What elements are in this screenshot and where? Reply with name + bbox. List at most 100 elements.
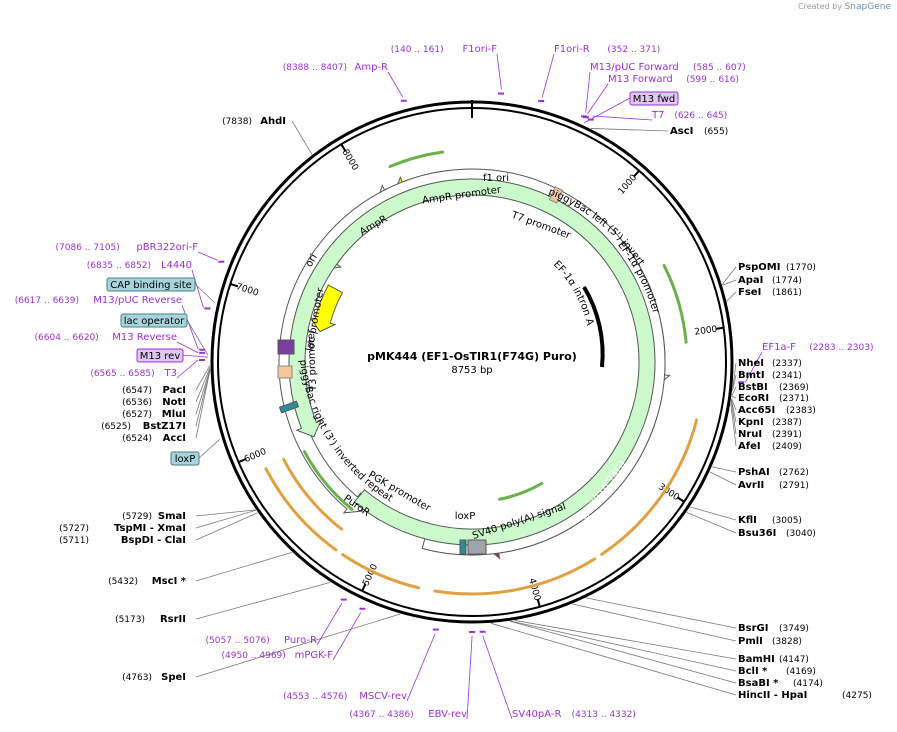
primer-position: (2283 .. 2303) — [809, 343, 873, 353]
enzyme-name: SmaI — [158, 511, 186, 522]
tick-mark — [676, 496, 685, 503]
primer-name: T3 — [164, 368, 177, 379]
enzyme-position: (2337) — [772, 359, 802, 369]
enzyme-position: (6527) — [122, 410, 152, 420]
leader-line — [195, 509, 257, 529]
enzyme-position: (6524) — [122, 434, 152, 444]
orf-accent-arc-2 — [433, 557, 597, 596]
enzyme-name: FseI — [738, 287, 761, 298]
leader-line — [730, 399, 737, 435]
primer-name: M13 Forward — [608, 74, 673, 85]
snapgene-watermark: Created by SnapGene — [798, 2, 891, 12]
primer-name: M13 Reverse — [112, 332, 177, 343]
sv40-box — [467, 539, 487, 555]
enzyme-position: (655) — [704, 127, 728, 137]
enzyme-position: (2371) — [779, 394, 809, 404]
leader-line — [731, 395, 737, 399]
enzyme-position: (4169) — [786, 667, 816, 677]
enzyme-name: EcoRI — [738, 393, 769, 404]
primer-leader — [197, 251, 218, 261]
box-label: loxP — [175, 454, 196, 465]
box-leader — [186, 319, 209, 356]
leader-line — [732, 362, 737, 390]
enzyme-name: AhdI — [260, 116, 286, 127]
enzyme-name: BstZ17I — [143, 421, 186, 432]
box-label: lac operator — [124, 316, 185, 327]
leader-line — [690, 506, 737, 521]
leader-line — [195, 509, 256, 517]
label-box — [136, 348, 184, 363]
feature-label-t3-promoter: T3 promoter — [306, 328, 319, 392]
puro-accent-arc-outer — [341, 553, 421, 590]
leader-line — [195, 581, 331, 620]
enzyme-position: (2383) — [786, 406, 816, 416]
enzyme-position: (2387) — [772, 418, 802, 428]
enzyme-position: (2391) — [772, 430, 802, 440]
label-box — [170, 451, 200, 466]
primer-leader — [191, 269, 204, 308]
label-box — [120, 313, 188, 328]
primer-leader — [316, 602, 343, 646]
primer-position: (8388 .. 8407) — [283, 63, 347, 73]
enzyme-name: AccI — [163, 433, 186, 444]
primer-name: F1ori-R — [554, 44, 590, 55]
enzyme-position: (3828) — [772, 637, 802, 647]
enzyme-position: (2369) — [779, 383, 809, 393]
leader-line — [490, 622, 737, 696]
primer-name: T7 — [651, 110, 664, 121]
box-leader — [194, 283, 216, 304]
sv40-accent-arc — [498, 481, 544, 501]
primer-name: EBV-rev — [428, 709, 467, 720]
loxp-box — [459, 539, 467, 555]
plasmid-length: 8753 bp — [451, 365, 492, 376]
box-label: M13 fwd — [633, 94, 675, 105]
primer-name: SV40pA-R — [512, 709, 561, 720]
enzyme-name: PmlI — [738, 636, 763, 647]
primer-position: (4950 .. 4969) — [222, 651, 286, 661]
primer-name: MSCV-rev — [359, 691, 407, 702]
tick-mark — [536, 598, 541, 608]
box-label: CAP binding site — [110, 280, 192, 291]
orf-accent-arc-outer — [600, 418, 699, 556]
tick-label: 4000 — [526, 577, 542, 602]
enzyme-name: TspMI - XmaI — [114, 523, 186, 534]
enzyme-name: AvrII — [738, 480, 764, 491]
box-leader — [583, 97, 631, 124]
primer-position: (4313 .. 4332) — [572, 710, 636, 720]
primer-leader — [466, 635, 473, 720]
tick-label: 6000 — [243, 447, 268, 465]
primer-leader — [176, 341, 199, 354]
enzyme-name: PacI — [163, 385, 186, 396]
primer-position: (4553 .. 4576) — [283, 692, 347, 702]
primer-position: (599 .. 616) — [686, 75, 739, 85]
primer-leader — [176, 359, 199, 379]
primer-position: (626 .. 645) — [674, 111, 727, 121]
enzyme-position: (3005) — [772, 516, 802, 526]
enzyme-position: (7838) — [222, 117, 252, 127]
leader-line — [195, 369, 211, 439]
tick-label: 7000 — [235, 282, 260, 299]
enzyme-name: BclI * — [738, 666, 768, 677]
enzyme-position: (5432) — [108, 577, 138, 587]
leader-line — [731, 398, 737, 411]
enzyme-name: HincII - HpaI — [738, 690, 807, 701]
enzyme-position: (4275) — [842, 691, 872, 701]
leader-line — [731, 386, 737, 397]
primer-position: (4367 .. 4386) — [349, 710, 413, 720]
enzyme-name: BspDI - ClaI — [121, 535, 186, 546]
primer-name: Amp-R — [355, 62, 389, 73]
puro-accent-arc-2 — [264, 467, 338, 552]
amp-accent-arc — [388, 150, 445, 168]
feature-label-f1-ori: f1 ori — [483, 173, 509, 184]
enzyme-position: (6536) — [122, 398, 152, 408]
enzyme-name: BamHI — [738, 654, 775, 665]
label-box — [629, 91, 679, 106]
enzyme-position: (3749) — [779, 624, 809, 634]
enzyme-name: Acc65I — [738, 405, 775, 416]
enzyme-position: (1774) — [772, 276, 802, 286]
primer-position: (5057 .. 5076) — [206, 636, 270, 646]
primer-name: EF1a-F — [762, 342, 796, 353]
tick-label: 8000 — [340, 148, 361, 173]
plasmid-name: pMK444 (EF1-OsTIR1(F74G) Puro) — [367, 350, 577, 363]
